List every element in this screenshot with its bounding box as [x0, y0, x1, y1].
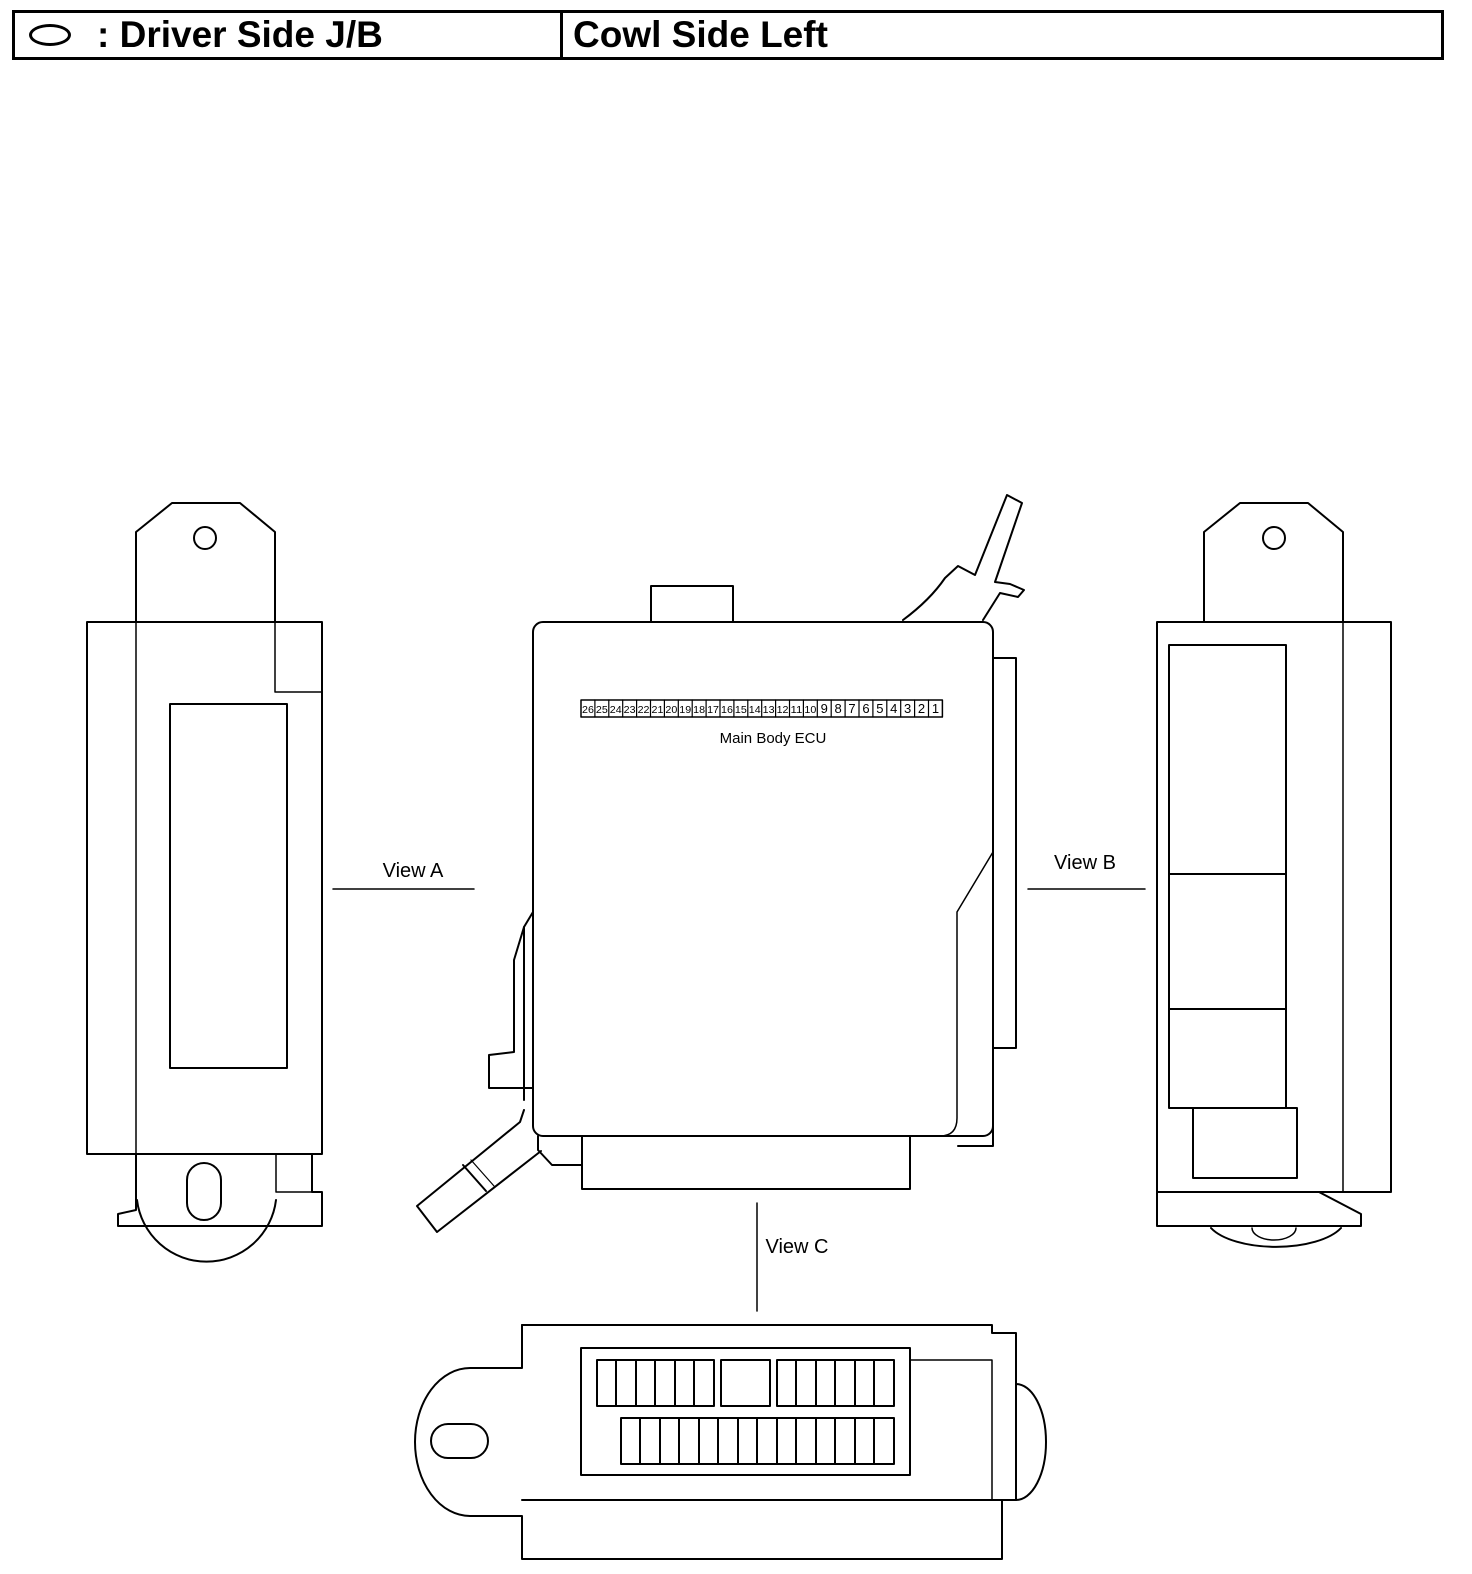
pin-number: 25 [596, 704, 608, 716]
pin-number: 20 [665, 704, 677, 716]
header-table: : Driver Side J/B Cowl Side Left [12, 10, 1444, 60]
view-b-drawing [1156, 502, 1392, 1248]
pin-number: 12 [777, 704, 789, 716]
pin-number: 9 [821, 701, 828, 716]
pin-number: 15 [735, 704, 747, 716]
pin-number: 4 [890, 701, 897, 716]
pin-number: 2 [918, 701, 925, 716]
pin-number: 18 [693, 704, 705, 716]
pin-number: 3 [904, 701, 911, 716]
pin-number: 17 [707, 704, 719, 716]
pin-number: 26 [582, 704, 594, 716]
pin-number: 7 [848, 701, 855, 716]
view-c-label: View C [766, 1236, 829, 1258]
location-label: : Driver Side J/B [97, 14, 383, 55]
view-c-drawing [414, 1324, 1047, 1560]
header-location-cell: : Driver Side J/B [15, 13, 563, 57]
pin-number: 11 [791, 704, 803, 716]
pin-number: 8 [835, 701, 842, 716]
pin-number: 14 [749, 704, 761, 716]
header-position-cell: Cowl Side Left [563, 13, 1441, 57]
ecu-label: Main Body ECU [720, 730, 827, 747]
pin-number: 6 [862, 701, 869, 716]
pin-number: 1 [932, 701, 939, 716]
pin-number: 23 [624, 704, 636, 716]
view-a-label: View A [383, 860, 444, 882]
view-b-label: View B [1054, 852, 1116, 874]
view-a-drawing [86, 502, 323, 1263]
pin-number: 16 [721, 704, 733, 716]
view-labels: View A View B View C [332, 852, 1146, 1312]
pin-number: 13 [763, 704, 775, 716]
position-label: Cowl Side Left [573, 14, 828, 55]
pin-number: 19 [679, 704, 691, 716]
connector-oval-icon [29, 24, 71, 46]
pin-number: 22 [638, 704, 650, 716]
pin-number: 24 [610, 704, 622, 716]
pin-number: 5 [876, 701, 883, 716]
pin-number: 10 [804, 704, 816, 716]
pin-number: 21 [652, 704, 664, 716]
